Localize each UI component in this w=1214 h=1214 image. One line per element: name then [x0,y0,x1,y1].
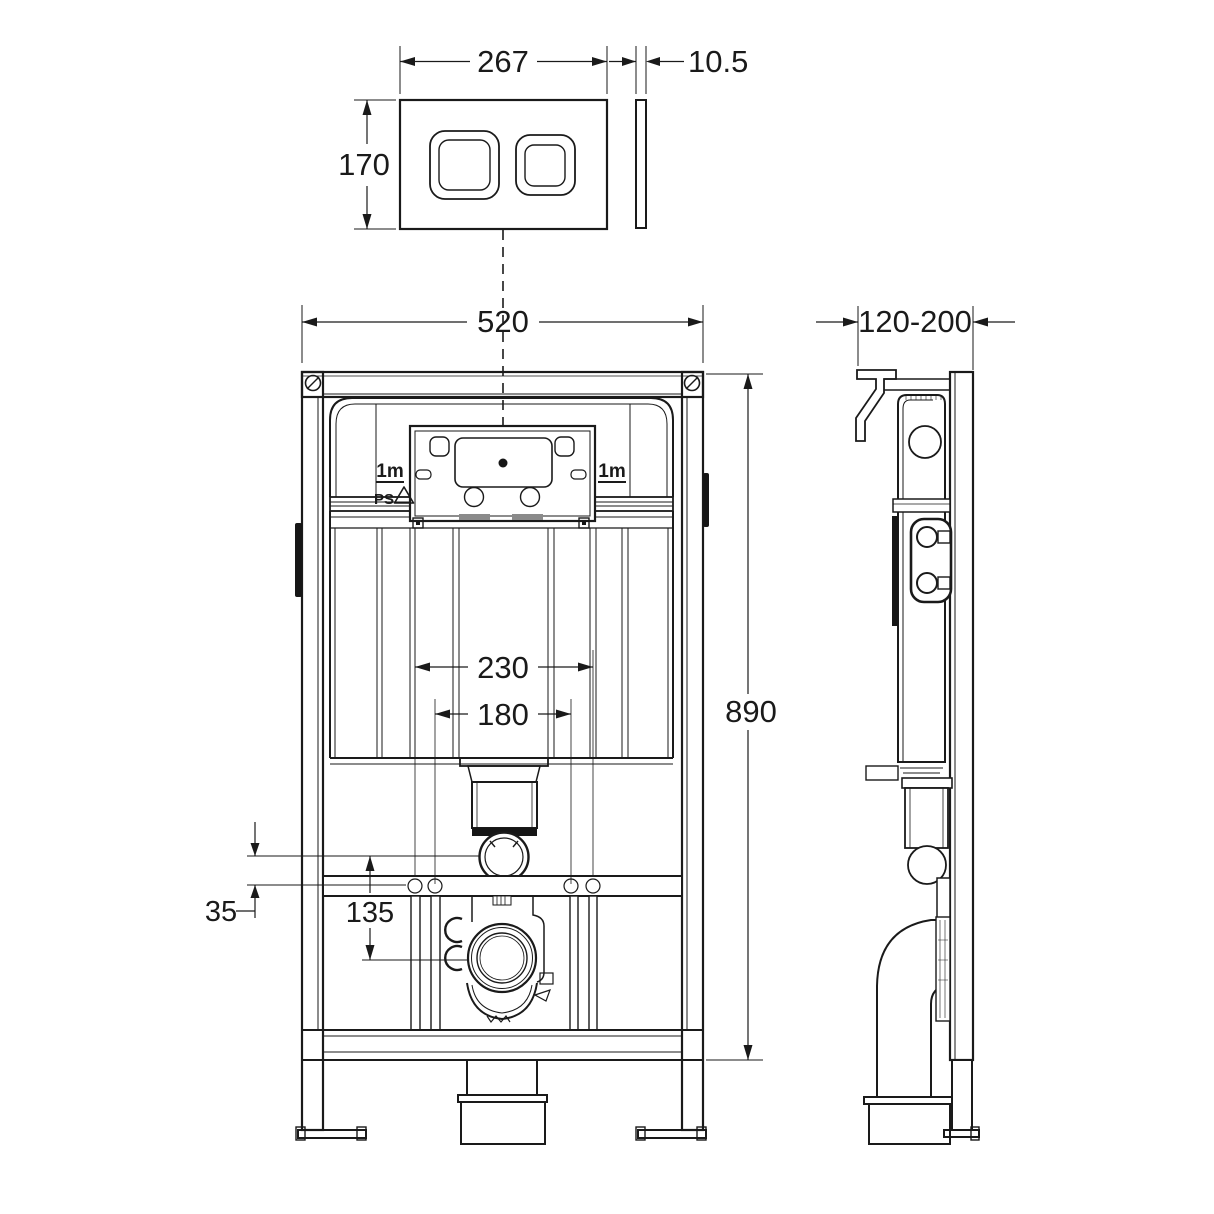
foot-left [295,1126,367,1141]
waste-outlet [444,895,554,1024]
mounting-plate-side [909,517,953,604]
flush-plate-front-view [398,98,609,231]
recycling-icon [393,486,415,504]
fixing-crossbar [322,875,683,897]
foot-right [635,1126,707,1141]
dimension-flush-offset: 35 [205,822,480,928]
frame-width-label: 520 [477,304,529,339]
dimension-fixing-wide: 230 [414,650,594,876]
dimension-frame-height: 890 [706,373,777,1061]
screw-icon [683,374,701,392]
dimension-frame-width: 520 [301,304,704,363]
centre-point [498,458,508,468]
marker-right: 1m [598,461,626,483]
access-panel [408,424,597,529]
dimension-outlet-offset: 135 [346,856,468,961]
bottom-rail [301,1029,704,1061]
side-foot [943,1059,980,1141]
material-code-label: PS [374,491,394,508]
screw-icon [304,374,322,392]
flush-offset-label: 35 [205,896,237,928]
seal-strip [892,516,898,626]
wall-tab-right [703,473,709,527]
frame-depth-label: 120-200 [858,304,972,339]
flush-plate-side-view [635,99,647,229]
flush-pipe-side [901,777,953,885]
plate-height-label: 170 [338,147,390,182]
wall-tab-left [295,523,302,597]
frame-height-label: 890 [725,694,777,729]
marker-left: 1m PS [374,461,415,508]
fixing-narrow-label: 180 [477,697,529,732]
plate-thickness-label: 10.5 [688,44,748,79]
marker-left-label: 1m [376,461,403,482]
wall-bracket [855,369,897,442]
marker-right-label: 1m [598,461,625,482]
dimension-plate-thickness: 10.5 [609,44,748,94]
dimension-fixing-narrow: 180 [434,697,572,884]
dimension-plate-width: 267 [399,44,608,94]
frame-side-view [855,369,980,1145]
plate-width-label: 267 [477,44,529,79]
waste-elbow-side [863,877,955,1145]
frame-front-view: 1m PS 1m [295,370,709,1145]
outlet-offset-label: 135 [346,897,394,929]
flush-pipe [459,757,549,884]
dimension-frame-depth: 120-200 [816,304,1015,370]
drain-box [457,1060,548,1145]
dimension-plate-height: 170 [338,99,396,230]
fixing-wide-label: 230 [477,650,529,685]
